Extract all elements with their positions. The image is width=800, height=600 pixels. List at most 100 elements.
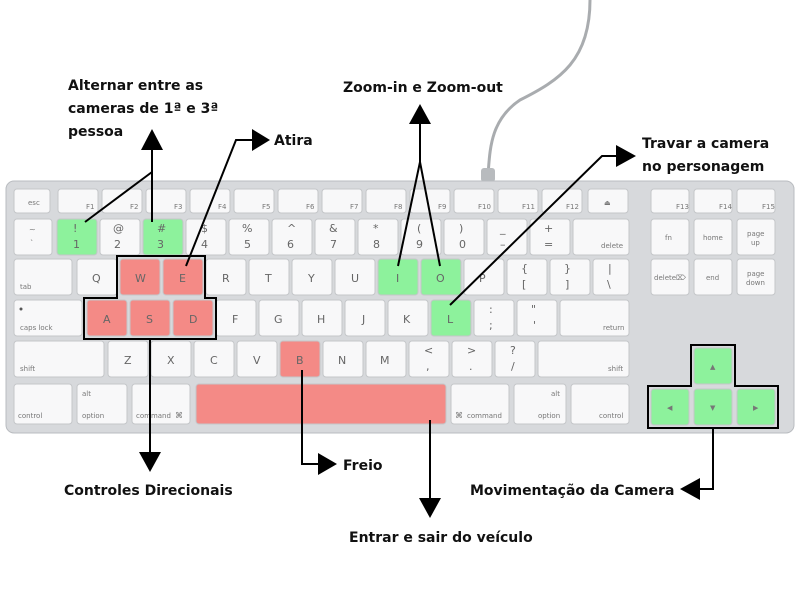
key-comma[interactable] <box>408 340 450 378</box>
key-x-label: X <box>167 354 175 367</box>
key-f2[interactable] <box>101 188 143 214</box>
bottom-row: control alt option command ⌘ ⌘ command a… <box>13 383 630 425</box>
vehicle-label: Entrar e sair do veículo <box>349 530 533 546</box>
key-b-label: B <box>296 354 304 367</box>
key-command-left[interactable] <box>131 383 191 425</box>
key-d[interactable] <box>172 299 214 337</box>
key-f1[interactable] <box>57 188 99 214</box>
key-caps-lock[interactable] <box>13 299 83 337</box>
key-f5[interactable] <box>233 188 275 214</box>
key-period-bottom: . <box>469 360 473 373</box>
key-u-label: U <box>351 272 359 285</box>
key-return[interactable] <box>559 299 630 337</box>
key-f11[interactable] <box>497 188 539 214</box>
key-lbracket[interactable] <box>506 258 548 296</box>
key-command-right[interactable] <box>450 383 510 425</box>
key-a[interactable] <box>86 299 128 337</box>
key-y[interactable] <box>291 258 333 296</box>
key-5[interactable] <box>228 218 270 256</box>
eject-icon: ⏏ <box>604 199 611 207</box>
key-page-down[interactable] <box>736 258 776 296</box>
key-n[interactable] <box>322 340 364 378</box>
key-k[interactable] <box>387 299 429 337</box>
key-t[interactable] <box>248 258 290 296</box>
key-minus[interactable] <box>486 218 528 256</box>
key-w[interactable] <box>119 258 161 296</box>
key-tilde-top: ~ <box>29 225 36 234</box>
key-rbracket[interactable] <box>549 258 591 296</box>
key-shift-left[interactable] <box>13 340 105 378</box>
key-7[interactable] <box>314 218 356 256</box>
key-end[interactable] <box>693 258 733 296</box>
number-row: ~ ` ! 1 @ 2 # 3 $ 4 % 5 ^ 6 & 7 * 8 ( 9 … <box>13 218 776 256</box>
key-f4[interactable] <box>189 188 231 214</box>
key-slash[interactable] <box>494 340 536 378</box>
arrow-right-icon: ▶ <box>753 404 759 412</box>
key-semicolon[interactable] <box>473 299 515 337</box>
key-backslash[interactable] <box>592 258 630 296</box>
key-e[interactable] <box>162 258 204 296</box>
key-option-right[interactable] <box>513 383 567 425</box>
key-arrow-right[interactable] <box>736 388 776 426</box>
key-f14[interactable] <box>693 188 733 214</box>
key-control-right[interactable] <box>570 383 630 425</box>
key-8[interactable] <box>357 218 399 256</box>
key-f7[interactable] <box>321 188 363 214</box>
key-quote[interactable] <box>516 299 558 337</box>
key-f13[interactable] <box>650 188 690 214</box>
command-icon: ⌘ <box>175 411 183 420</box>
key-control-left[interactable] <box>13 383 73 425</box>
key-semicolon-top: : <box>489 303 493 316</box>
key-period[interactable] <box>451 340 493 378</box>
key-arrow-down[interactable] <box>693 388 733 426</box>
key-equal[interactable] <box>529 218 571 256</box>
key-w-label: W <box>135 272 146 285</box>
key-f9-label: F9 <box>438 203 446 211</box>
key-delete-forward-label: delete⌦ <box>654 274 686 282</box>
key-u[interactable] <box>334 258 376 296</box>
key-tilde[interactable] <box>13 218 53 256</box>
key-6[interactable] <box>271 218 313 256</box>
key-f8[interactable] <box>365 188 407 214</box>
lock-camera-arrow-line <box>449 155 618 306</box>
key-fn[interactable] <box>650 218 690 256</box>
key-n-label: N <box>338 354 346 367</box>
key-delete-forward[interactable] <box>650 258 690 296</box>
key-f6[interactable] <box>277 188 319 214</box>
key-f15[interactable] <box>736 188 776 214</box>
key-c[interactable] <box>193 340 235 378</box>
key-1[interactable] <box>56 218 98 256</box>
key-h[interactable] <box>301 299 343 337</box>
key-0[interactable] <box>443 218 485 256</box>
key-f12[interactable] <box>541 188 583 214</box>
key-b[interactable] <box>279 340 321 378</box>
key-slash-bottom: / <box>511 360 515 373</box>
key-z[interactable] <box>107 340 149 378</box>
key-s[interactable] <box>129 299 171 337</box>
key-eject[interactable] <box>587 188 629 214</box>
key-esc[interactable] <box>13 188 51 214</box>
key-arrow-up[interactable] <box>693 347 733 385</box>
key-m[interactable] <box>365 340 407 378</box>
key-j[interactable] <box>344 299 386 337</box>
key-f10[interactable] <box>453 188 495 214</box>
key-shift-right[interactable] <box>537 340 630 378</box>
key-f3[interactable] <box>145 188 187 214</box>
key-o[interactable] <box>420 258 462 296</box>
key-v[interactable] <box>236 340 278 378</box>
key-option-left[interactable] <box>76 383 128 425</box>
key-p[interactable] <box>463 258 505 296</box>
key-l[interactable] <box>430 299 472 337</box>
key-home[interactable] <box>693 218 733 256</box>
key-9[interactable] <box>400 218 442 256</box>
key-arrow-left[interactable] <box>650 388 690 426</box>
camera-toggle-line1: Alternar entre as <box>68 78 203 94</box>
key-page-up[interactable] <box>736 218 776 256</box>
key-tab[interactable] <box>13 258 73 296</box>
key-8-top: * <box>373 222 379 235</box>
key-spacebar[interactable] <box>195 383 447 425</box>
key-i[interactable] <box>377 258 419 296</box>
caps-lock-indicator <box>19 307 23 311</box>
key-g[interactable] <box>258 299 300 337</box>
key-delete[interactable] <box>572 218 630 256</box>
